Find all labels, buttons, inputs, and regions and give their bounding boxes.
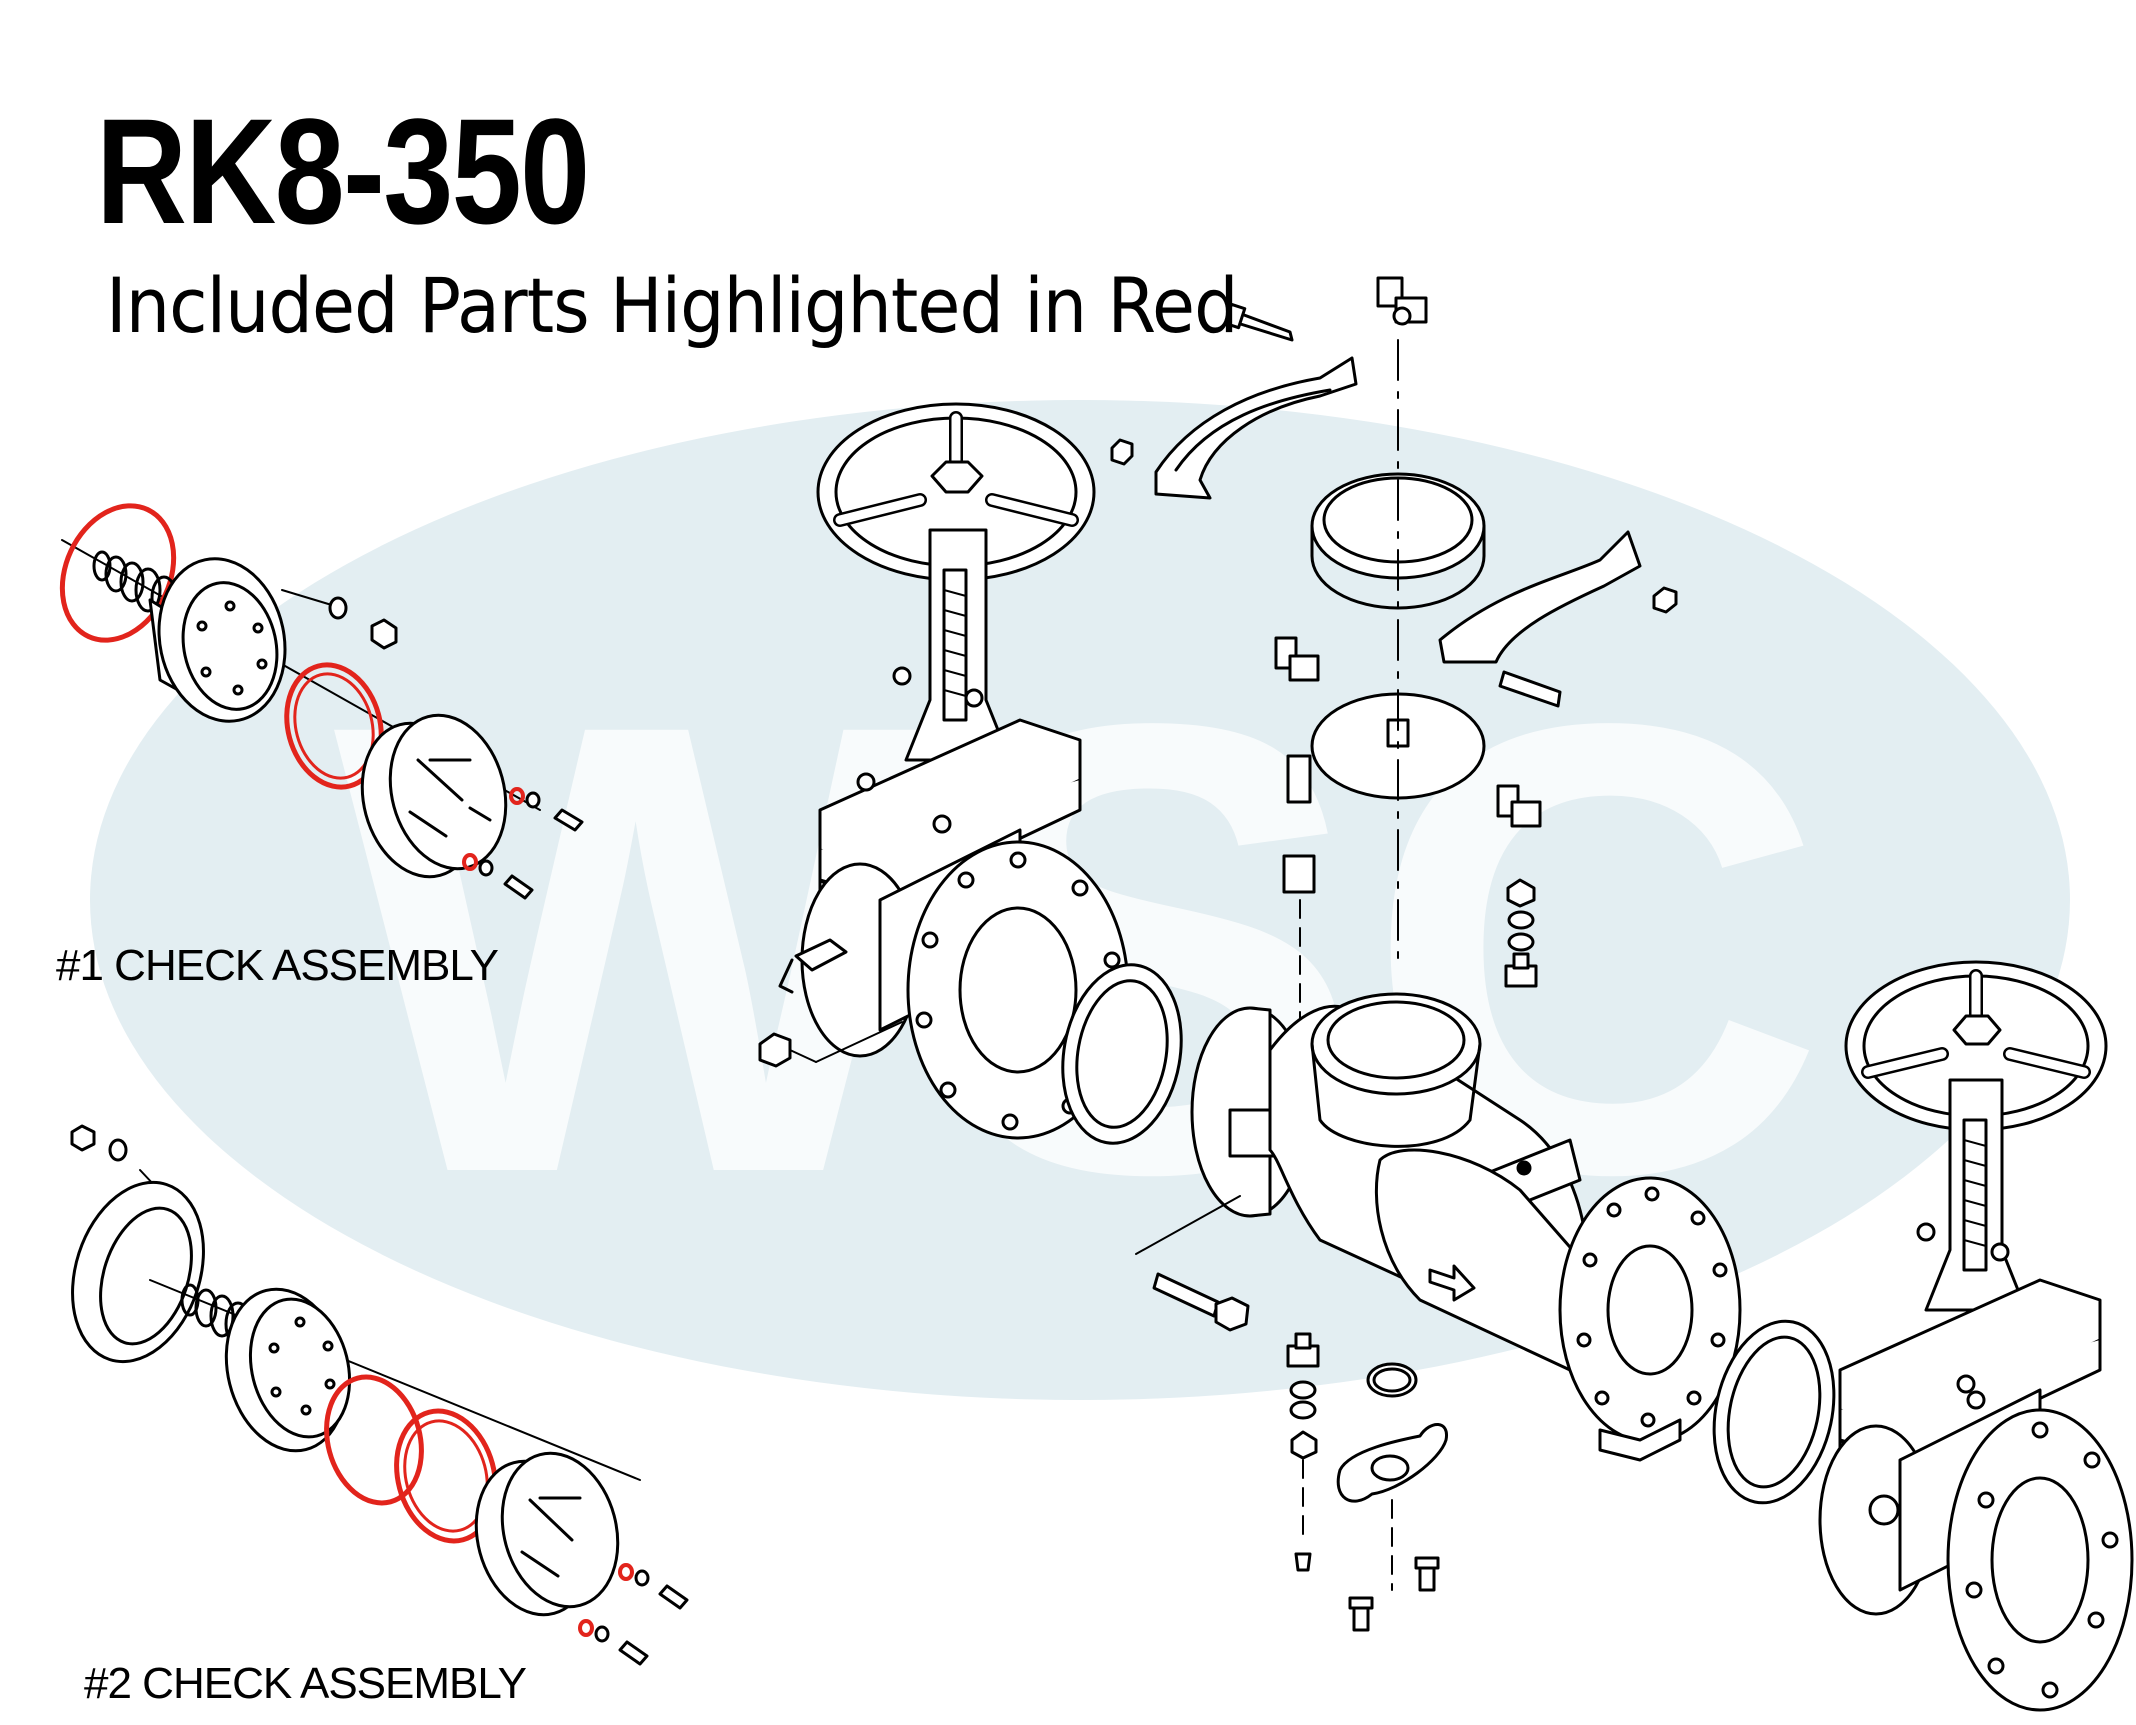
washer-stack [1504, 878, 1538, 988]
test-cock [1496, 784, 1542, 828]
stem-nut [930, 460, 984, 494]
bolt [618, 1640, 649, 1666]
page-subtitle: Included Parts Highlighted in Red [106, 261, 1238, 350]
test-cock [1376, 276, 1428, 326]
test-cock [794, 938, 848, 972]
check-disc [360, 713, 508, 879]
bolt [1498, 670, 1562, 708]
flow-arrow-icon [1428, 1264, 1476, 1302]
clamp-half [1438, 530, 1642, 664]
gasket-highlighted [284, 662, 384, 790]
page-title: RK8-350 [96, 87, 590, 255]
left-gate-valve [758, 402, 1130, 1140]
check-assembly-2 [70, 1124, 689, 1666]
check-seat [224, 1287, 352, 1453]
hex-nut [1652, 586, 1678, 614]
check-assembly-1 [59, 503, 584, 900]
bolt [503, 874, 534, 900]
check-cover [148, 557, 287, 723]
stem [1962, 1118, 1988, 1272]
hex-nut [1110, 438, 1134, 466]
bolt [658, 1584, 689, 1610]
small-o-ring-highlighted [462, 853, 478, 871]
hex-nut [758, 1032, 792, 1068]
stem-nut [1952, 1014, 2002, 1046]
hex-nut [370, 618, 398, 650]
test-cock-port [1868, 1494, 1900, 1526]
check-assembly-1-label: #1 CHECK ASSEMBLY [56, 941, 499, 990]
bolt [553, 808, 584, 832]
small-o-ring-highlighted [618, 1563, 634, 1581]
check-assembly-2-label: #2 CHECK ASSEMBLY [84, 1659, 527, 1708]
hex-nut [70, 1124, 96, 1152]
right-gate-valve [1818, 960, 2134, 1712]
washer [328, 596, 348, 620]
valve-main-body [1135, 992, 1742, 1462]
check-disc [474, 1451, 620, 1617]
small-o-ring-highlighted [578, 1619, 594, 1637]
washer [108, 1138, 128, 1162]
small-o-ring-highlighted [509, 787, 525, 805]
clamp-half [1154, 356, 1358, 500]
test-cock [1274, 636, 1320, 682]
stem [942, 568, 968, 722]
lower-fittings [1286, 1332, 1448, 1632]
gasket-highlighted [394, 1408, 498, 1544]
bolt [1152, 1272, 1220, 1318]
top-parts [1110, 276, 1678, 961]
